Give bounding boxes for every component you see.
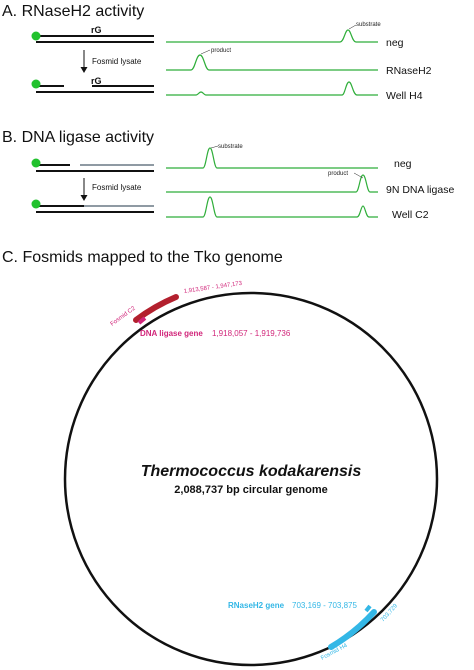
ligase-trace-well: Well C2 [166, 196, 429, 221]
fosmid-lysate-label-b: Fosmid lysate [92, 183, 142, 192]
rnaseh2-substrate-diagram: rG [31, 25, 154, 43]
fluor-label-dot-2 [31, 79, 41, 89]
section-b-title: B. DNA ligase activity [2, 129, 154, 146]
fluor-label-dot-3 [31, 158, 41, 168]
rnaseh2-arrow: Fosmid lysate [80, 50, 142, 73]
fosmid-lysate-label-a: Fosmid lysate [92, 57, 142, 66]
trace-label-well-h4: Well H4 [386, 90, 423, 102]
rnaseh2-trace-well: Well H4 [166, 81, 423, 102]
trace-label-rnaseh2: RNaseH2 [386, 65, 432, 77]
trace-label-neg-b: neg [394, 158, 412, 170]
product-peak-label-b: product [328, 171, 348, 177]
ligase-fosmid-arc [133, 294, 179, 323]
ligase-trace-enzyme: product 9N DNA ligase [166, 171, 454, 196]
ligase-trace-neg: substrate neg [166, 144, 412, 170]
rnaseh2-fosmid-arc [328, 609, 377, 650]
section-c-title: C. Fosmids mapped to the Tko genome [2, 249, 283, 266]
rnaseh2-trace-neg: substrate neg [166, 22, 404, 49]
trace-label-well-c2: Well C2 [392, 209, 429, 221]
rnaseh2-gene-label: RNaseH2 gene [228, 601, 285, 610]
rnaseh2-trace-enzyme: product RNaseH2 [166, 48, 432, 77]
rnaseh2-product-diagram: rG [31, 76, 154, 93]
substrate-peak-label-a: substrate [356, 22, 381, 28]
substrate-peak-label-b: substrate [218, 144, 243, 150]
ligase-arrow: Fosmid lysate [80, 178, 142, 201]
section-a-title: A. RNaseH2 activity [2, 3, 144, 20]
fluor-label-dot-4 [31, 199, 41, 209]
organism-name: Thermococcus kodakarensis [141, 463, 362, 480]
rnaseh2-gene-coords: 703,169 - 703,875 [292, 601, 357, 610]
ligase-gene-label: DNA ligase gene [140, 329, 203, 338]
genome-circle [63, 291, 439, 667]
trace-label-neg-a: neg [386, 37, 404, 49]
product-peak-label-a: product [211, 48, 231, 54]
trace-label-9n-ligase: 9N DNA ligase [386, 184, 454, 196]
genome-size: 2,088,737 bp circular genome [174, 484, 327, 496]
rnaseh2-fosmid-coords: 703,729 [380, 603, 399, 624]
ligase-gene-coords: 1,918,057 - 1,919,736 [212, 329, 291, 338]
ligase-fosmid-name: Fosmid C2 [110, 305, 138, 327]
fluor-label-dot [31, 31, 41, 41]
ligase-product-diagram [31, 199, 154, 213]
rg-label-top: rG [91, 25, 102, 35]
rnaseh2-gene-marker [364, 604, 372, 613]
rg-label-bottom: rG [91, 76, 102, 86]
ligase-substrate-diagram [31, 158, 154, 172]
ligase-gene-marker [137, 316, 147, 325]
